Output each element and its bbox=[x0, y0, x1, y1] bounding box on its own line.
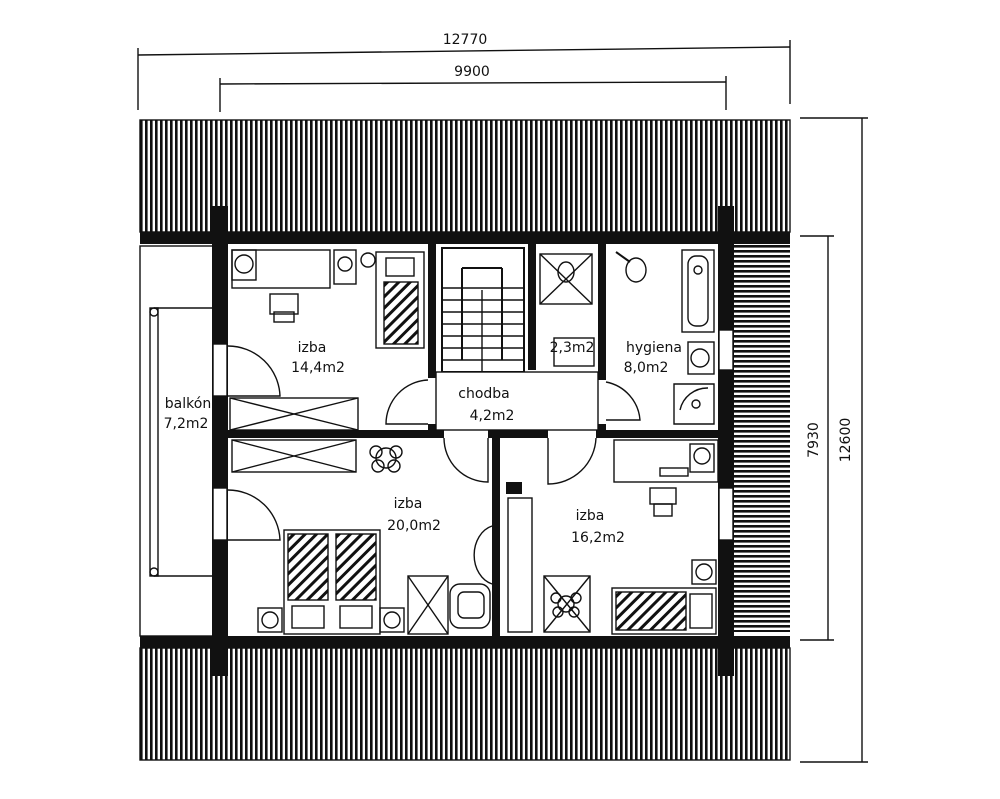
dimension-lines bbox=[137, 40, 868, 763]
dimension-right-outer: 12600 bbox=[838, 418, 854, 463]
furniture-room-2 bbox=[231, 439, 493, 635]
dimension-top-inner: 9900 bbox=[454, 64, 490, 80]
room-area-balkon: 7,2m2 bbox=[164, 416, 209, 432]
room-name-hygiena: hygiena bbox=[626, 340, 682, 356]
furniture-room-3 bbox=[506, 439, 719, 635]
room-name-izba-2: izba bbox=[394, 496, 423, 512]
staircase bbox=[435, 247, 599, 431]
furniture-room-1 bbox=[229, 249, 425, 431]
dimension-top-outer: 12770 bbox=[443, 32, 488, 48]
room-area-wc: 2,3m2 bbox=[550, 340, 595, 356]
room-area-hygiena: 8,0m2 bbox=[624, 360, 669, 376]
room-labels: izba 14,4m2 2,3m2 hygiena 8,0m2 chodba 4… bbox=[164, 340, 682, 546]
room-area-izba-2: 20,0m2 bbox=[387, 518, 441, 534]
walls bbox=[140, 206, 790, 676]
room-area-izba-3: 16,2m2 bbox=[571, 530, 625, 546]
balcony bbox=[139, 245, 215, 637]
room-area-izba-1: 14,4m2 bbox=[291, 360, 345, 376]
wc-fixtures bbox=[539, 253, 595, 367]
room-name-balkon: balkón bbox=[165, 396, 211, 412]
room-name-izba-3: izba bbox=[576, 508, 605, 524]
room-name-chodba: chodba bbox=[458, 386, 510, 402]
roof-hatching bbox=[139, 119, 791, 761]
room-area-chodba: 4,2m2 bbox=[470, 408, 515, 424]
dimension-right-inner: 7930 bbox=[806, 422, 822, 458]
door-swings bbox=[227, 345, 641, 541]
bathroom-fixtures bbox=[615, 249, 715, 425]
door-openings bbox=[212, 329, 734, 541]
room-name-izba-1: izba bbox=[298, 340, 327, 356]
